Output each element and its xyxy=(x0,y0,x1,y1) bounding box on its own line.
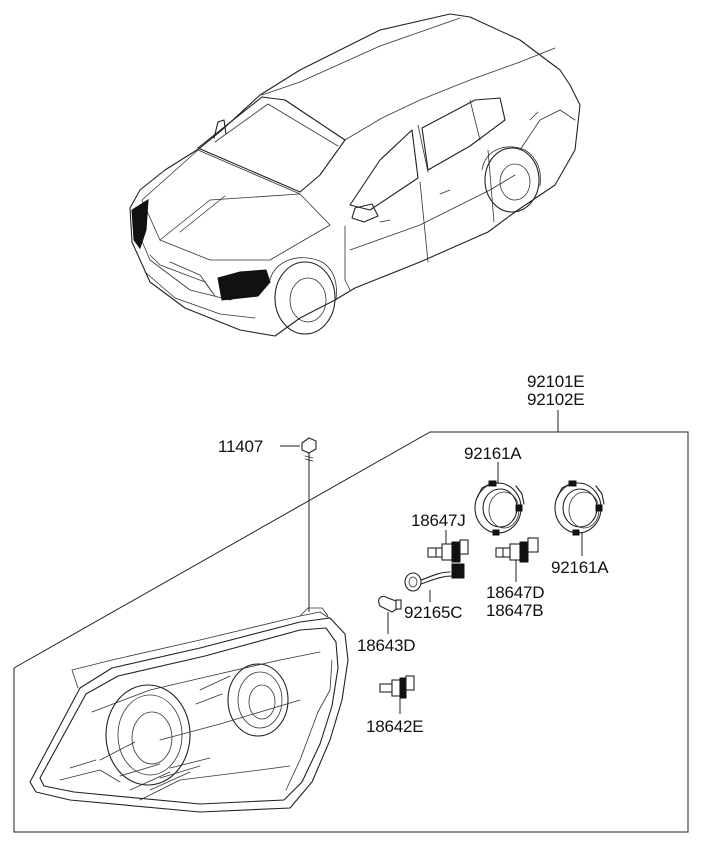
callout-bulb-cover-top: 92161A xyxy=(464,444,522,463)
callout-assembly-right: 92102E xyxy=(527,390,585,409)
bulb-cover-right-part xyxy=(554,480,605,556)
callout-assembly-left: 92101E xyxy=(527,372,585,391)
low-beam-bulb-part xyxy=(427,530,469,563)
callout-high-beam-bulb-2: 18647B xyxy=(486,601,544,620)
side-bulb-part xyxy=(378,595,402,634)
callout-turn-bulb: 18642E xyxy=(366,717,424,736)
callout-bulb-cover-right: 92161A xyxy=(551,558,609,577)
callout-socket-wiring: 92165C xyxy=(404,603,463,622)
screw-part xyxy=(280,437,317,612)
high-beam-bulb-part xyxy=(495,537,539,582)
callout-high-beam-bulb-1: 18647D xyxy=(486,583,545,602)
callout-low-beam-bulb: 18647J xyxy=(411,511,466,530)
vehicle-illustration xyxy=(129,13,581,337)
headlamp-assembly xyxy=(29,607,349,813)
callout-side-bulb: 18643D xyxy=(357,636,416,655)
bulb-cover-top-part xyxy=(474,462,525,536)
socket-wiring-part xyxy=(404,563,465,602)
turn-bulb-part xyxy=(379,675,415,714)
callout-screw: 11407 xyxy=(218,437,264,456)
assembly-frame xyxy=(13,410,689,833)
